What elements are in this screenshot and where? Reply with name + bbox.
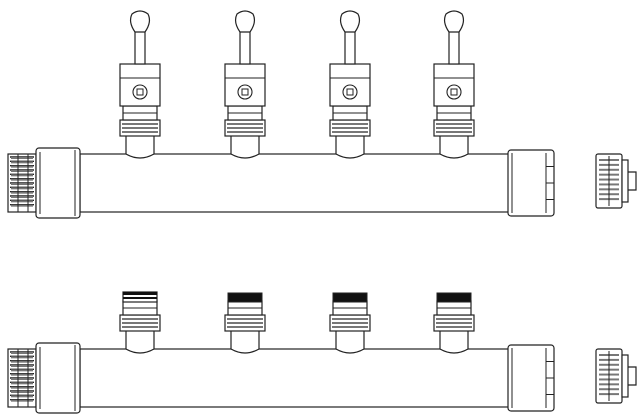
butterfly-handle [443,10,465,33]
plug-flange [621,159,629,203]
fitting-stem [125,331,155,354]
valve-position-icon [446,84,462,100]
fitting-stem [335,136,365,159]
butterfly-handle [339,10,361,33]
manifold-pipe [79,348,511,408]
handle-stem [134,27,146,65]
fitting-stem [439,136,469,159]
fitting-stem [230,136,260,159]
fitting-stem [335,331,365,354]
ball-valve [224,10,266,159]
compression-fitting [119,105,161,159]
ball-valve [433,10,475,159]
compression-fitting [224,105,266,159]
compression-fitting [224,300,266,354]
compression-fitting [433,300,475,354]
striped-cap [122,291,158,303]
fitting-stem [125,136,155,159]
butterfly-handle [129,10,151,33]
capped-outlet [224,292,266,354]
valve-position-icon [237,84,253,100]
capped-outlet [329,292,371,354]
solid-cap [227,292,263,303]
solid-cap [332,292,368,303]
hex-nut-end [507,344,555,412]
hex-nut [35,342,81,414]
compression-fitting [433,105,475,159]
solid-cap [436,292,472,303]
manifold-plain [7,291,637,414]
fitting-stem [230,331,260,354]
end-plug [595,348,637,404]
valve-position-icon [342,84,358,100]
compression-fitting [119,300,161,354]
butterfly-handle [234,10,256,33]
threaded-connector [7,147,81,219]
handle-stem [448,27,460,65]
capped-outlet [119,291,161,354]
compression-fitting [329,105,371,159]
hex-nut-end [507,149,555,217]
manifold-pipe [79,153,511,213]
plug-collar [628,171,637,191]
plug-collar [628,366,637,386]
threaded-connector [7,342,81,414]
ball-valve [119,10,161,159]
capped-outlet [433,292,475,354]
hex-nut [35,147,81,219]
handle-stem [344,27,356,65]
fitting-stem [439,331,469,354]
plug-flange [621,354,629,398]
valve-position-icon [132,84,148,100]
end-plug [595,153,637,209]
manifold-with-valves [7,10,637,219]
handle-stem [239,27,251,65]
ball-valve [329,10,371,159]
compression-fitting [329,300,371,354]
